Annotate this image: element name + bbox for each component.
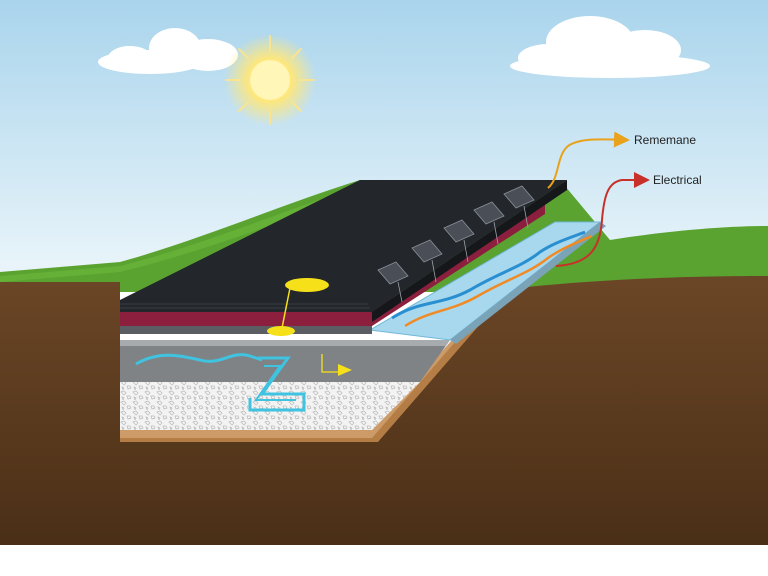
label-top: Rememane: [634, 133, 696, 147]
membrane-grey-band: [120, 326, 372, 334]
gravel-layer: [120, 382, 420, 430]
concrete-top-line: [120, 340, 450, 346]
label-electrical: Electrical: [653, 173, 702, 187]
sun-icon: [224, 34, 316, 126]
marker-yellow-large: [285, 278, 329, 292]
marker-yellow-small: [267, 326, 295, 336]
bottom-margin: [0, 545, 768, 576]
